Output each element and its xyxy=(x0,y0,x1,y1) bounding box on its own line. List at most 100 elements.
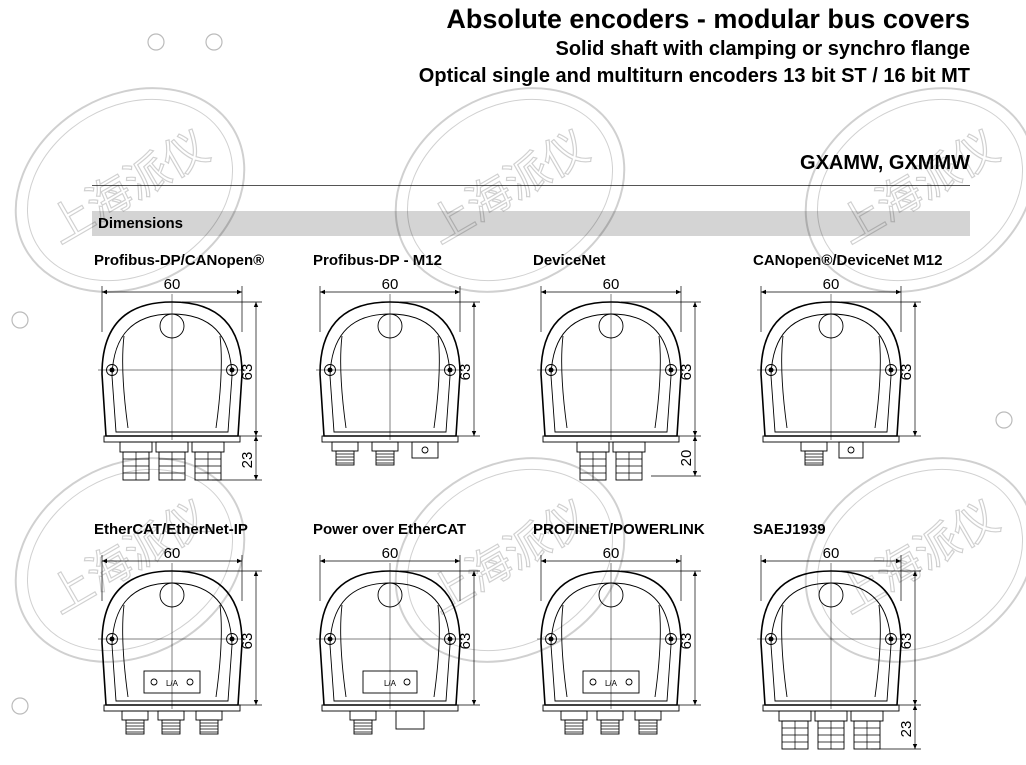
drawing-label-5: Power over EtherCAT xyxy=(313,521,467,538)
screw xyxy=(324,364,336,376)
led-panel xyxy=(362,670,418,694)
height-dimension-value: 63 xyxy=(678,633,695,650)
m12-thread xyxy=(199,719,219,735)
led-indicator xyxy=(403,678,411,686)
gland-nut xyxy=(778,710,812,722)
m12-collar xyxy=(800,441,828,452)
dimension-arrow xyxy=(471,571,477,576)
drawing-label-1: Profibus-DP - M12 xyxy=(313,252,442,269)
extra-dimension-value: 20 xyxy=(678,450,695,467)
screw xyxy=(765,364,777,376)
screw xyxy=(226,364,238,376)
dimension-arrow xyxy=(102,289,107,295)
dimension-arrow xyxy=(912,744,918,749)
drawing-label-0: Profibus-DP/CANopen® xyxy=(94,252,265,269)
height-dimension-value: 63 xyxy=(898,364,915,381)
screw xyxy=(665,633,677,645)
dimension-arrow xyxy=(471,700,477,705)
drawing-label-4: EtherCAT/EtherNet-IP xyxy=(94,521,248,538)
screw xyxy=(106,364,118,376)
m12-collar xyxy=(596,710,624,721)
dimension-arrow xyxy=(761,289,766,295)
dimension-arrow xyxy=(471,302,477,307)
height-dimension-value: 63 xyxy=(898,633,915,650)
led-indicator xyxy=(589,678,597,686)
drawing-label-6: PROFINET/POWERLINK xyxy=(533,521,705,538)
screw xyxy=(324,633,336,645)
rj45-socket xyxy=(395,710,425,730)
dimension-arrow xyxy=(237,289,242,295)
bottom-plate xyxy=(762,435,900,443)
height-dimension-value: 63 xyxy=(457,364,474,381)
screw-head xyxy=(668,367,674,373)
m12-thread xyxy=(125,719,145,735)
dimension-arrow xyxy=(253,571,259,576)
bottom-plate xyxy=(542,435,680,443)
dimension-arrow xyxy=(253,436,259,441)
dimension-arrow xyxy=(692,700,698,705)
led-panel xyxy=(143,670,201,694)
decorative-dot xyxy=(205,33,223,51)
led-label: L/A xyxy=(384,679,397,688)
gland-nut xyxy=(612,441,646,453)
m12-thread xyxy=(161,719,181,735)
gland-nut xyxy=(850,710,884,722)
m12-thread xyxy=(638,719,658,735)
screw-head xyxy=(229,636,235,642)
side-groove xyxy=(340,604,347,698)
series-code: GXAMW, GXMMW xyxy=(800,152,970,174)
m12-thread xyxy=(804,450,824,466)
m12-thread xyxy=(353,719,373,735)
screw xyxy=(106,633,118,645)
dimension-arrow xyxy=(692,471,698,476)
dimension-arrow xyxy=(320,289,325,295)
m12-collar xyxy=(195,710,223,721)
width-dimension-value: 60 xyxy=(382,545,399,562)
dimension-arrow xyxy=(253,475,259,480)
screw xyxy=(444,633,456,645)
m12-collar xyxy=(371,441,399,452)
gland-nut xyxy=(155,441,189,453)
m12-thread xyxy=(600,719,620,735)
width-dimension-value: 60 xyxy=(823,276,840,293)
width-dimension-value: 60 xyxy=(823,545,840,562)
dimension-arrow xyxy=(253,302,259,307)
dimension-arrow xyxy=(692,571,698,576)
page-header: Absolute encoders - modular bus covers S… xyxy=(419,0,970,90)
dimension-arrow xyxy=(912,705,918,710)
dimension-arrow xyxy=(692,431,698,436)
gland-nut xyxy=(191,441,225,453)
m12-collar xyxy=(634,710,662,721)
drawing-label-2: DeviceNet xyxy=(533,252,606,269)
decorative-dot xyxy=(11,311,29,329)
header-divider xyxy=(92,185,970,186)
dimension-arrow xyxy=(471,431,477,436)
side-groove xyxy=(122,604,129,698)
dimension-arrow xyxy=(676,558,681,564)
dimension-arrow xyxy=(912,700,918,705)
dimension-arrow xyxy=(455,289,460,295)
encoder-drawing: 60 63 xyxy=(757,276,921,466)
dimension-arrow xyxy=(912,431,918,436)
m12-collar xyxy=(349,710,377,721)
m12-socket xyxy=(411,441,439,459)
side-groove xyxy=(654,335,661,429)
led-indicator xyxy=(186,678,194,686)
led-indicator xyxy=(150,678,158,686)
screw xyxy=(444,364,456,376)
side-groove xyxy=(122,335,129,429)
extra-dimension-value: 23 xyxy=(239,452,256,469)
dimension-arrow xyxy=(237,558,242,564)
dimension-arrow xyxy=(761,558,766,564)
screw-head xyxy=(768,636,774,642)
width-dimension-value: 60 xyxy=(164,276,181,293)
gland-nut xyxy=(119,441,153,453)
page-subtitle-1: Solid shaft with clamping or synchro fla… xyxy=(555,38,971,60)
side-groove xyxy=(215,335,222,429)
screw xyxy=(545,633,557,645)
